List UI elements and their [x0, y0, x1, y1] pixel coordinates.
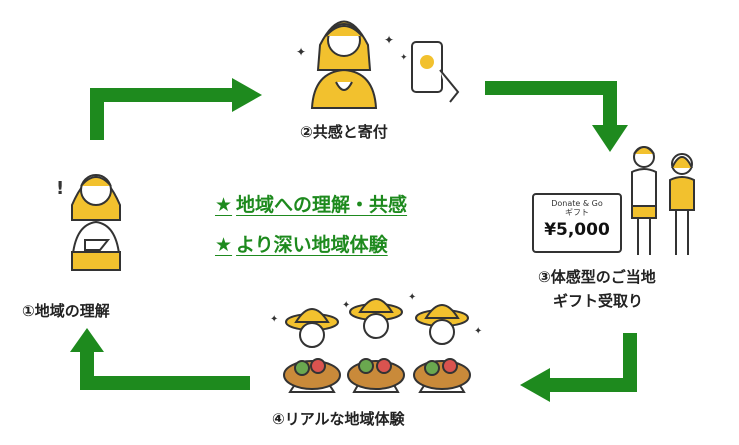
svg-text:✦: ✦	[408, 292, 416, 303]
svg-text:✦: ✦	[400, 53, 408, 63]
arrow-step1-to-step2	[90, 88, 235, 140]
svg-text:✦: ✦	[474, 326, 482, 337]
arrow-head-step4	[520, 368, 550, 402]
arrow-step3-to-step4	[548, 333, 637, 392]
gift-card-amount: ¥5,000	[544, 220, 610, 240]
svg-text:!: !	[56, 178, 64, 199]
svg-text:✦: ✦	[342, 300, 350, 311]
arrow-step4-to-step1	[80, 350, 250, 390]
gift-card-brand: Donate & Go	[551, 199, 603, 208]
center-message-line1: ★地域への理解・共感	[215, 190, 407, 217]
step4-label: ④リアルな地域体験	[272, 410, 405, 428]
arrow-head-step1	[70, 328, 104, 352]
donating-woman-illustration: ✦ ✦ ✦	[296, 20, 460, 109]
step3-label-line1: ③体感型のご当地	[538, 268, 656, 286]
step3-label-line2: ギフト受取り	[553, 292, 644, 310]
gift-card: Donate & Go ギフト ¥5,000	[532, 193, 622, 253]
arrow-step2-to-step3	[485, 81, 617, 128]
center-message-line1-text: 地域への理解・共感	[236, 194, 408, 216]
star-icon: ★	[215, 234, 233, 256]
step1-label: ①地域の理解	[22, 302, 110, 320]
star-icon: ★	[215, 194, 233, 216]
couple-travelers-illustration	[631, 146, 695, 255]
arrow-head-step2	[232, 78, 262, 112]
arrow-head-step3	[592, 125, 628, 152]
center-message-line2-text: より深い地域体験	[236, 234, 388, 256]
step2-label: ②共感と寄付	[300, 123, 388, 141]
thinking-woman-illustration: !	[56, 174, 122, 271]
gift-card-type: ギフト	[565, 208, 589, 217]
center-message-line2: ★より深い地域体験	[215, 230, 388, 257]
svg-text:✦: ✦	[270, 314, 278, 325]
farmers-with-baskets-illustration: ✦ ✦ ✦ ✦	[270, 292, 482, 393]
svg-text:✦: ✦	[296, 45, 306, 59]
svg-text:✦: ✦	[384, 33, 394, 47]
